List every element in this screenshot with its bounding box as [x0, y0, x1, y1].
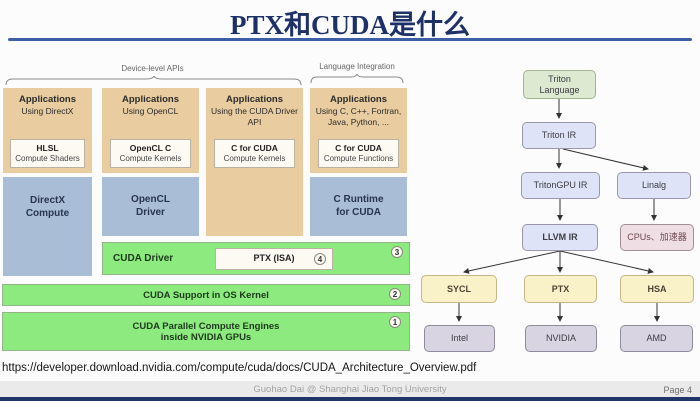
driver-label: C Runtime for CUDA [333, 194, 384, 218]
driver-box-opencl-driver: OpenCL Driver [102, 177, 199, 236]
ptx-isa-label: PTX (ISA) [253, 253, 295, 264]
flow-arrows-icon [456, 99, 660, 322]
language-integration-label: Language Integration [319, 62, 395, 71]
ptx-isa-box: PTX (ISA) 4 [215, 248, 333, 270]
driver-label: DirectX Compute [25, 195, 70, 219]
triton-flow-diagram: Triton Language Triton IR TritonGPU IR L… [420, 60, 700, 360]
page-title: PTX和CUDA是什么 [230, 10, 470, 40]
app-sub: Using OpenCL [122, 106, 179, 117]
app-sub: Using DirectX [21, 106, 74, 117]
driver-label: OpenCL Driver [131, 194, 170, 218]
device-apis-brace-icon [5, 76, 302, 86]
kernel-sub: Compute Functions [323, 153, 394, 163]
cuda-engines-bar: CUDA Parallel Compute Engines inside NVI… [2, 312, 410, 351]
kernel-title: HLSL [36, 143, 59, 153]
app-sub: Using C, C++, Fortran, Java, Python, ... [315, 106, 402, 128]
node-intel: Intel [424, 325, 495, 352]
language-integration-brace-icon [310, 74, 404, 84]
kernel-sub: Compute Kernels [119, 153, 182, 163]
node-triton-language: Triton Language [523, 70, 596, 99]
node-amd: AMD [620, 325, 693, 352]
kernel-title: OpenCL C [129, 143, 172, 153]
kernel-box-opencl-c: OpenCL C Compute Kernels [110, 139, 191, 168]
node-tritongpu-ir: TritonGPU IR [521, 172, 600, 199]
node-triton-ir: Triton IR [522, 122, 596, 149]
driver-box-c-runtime: C Runtime for CUDA [310, 177, 407, 236]
source-url: https://developer.download.nvidia.com/co… [2, 362, 477, 374]
cuda-driver-box: CUDA Driver PTX (ISA) 4 3 [102, 242, 410, 275]
bottom-navy-bar [0, 397, 700, 401]
badge-2: 2 [389, 288, 401, 300]
node-nvidia: NVIDIA [525, 325, 597, 352]
badge-4: 4 [314, 253, 326, 265]
kernel-title: C for CUDA [231, 143, 278, 153]
node-hsa: HSA [620, 275, 694, 303]
node-llvm-ir: LLVM IR [522, 224, 598, 251]
kernel-box-c-for-cuda-functions: C for CUDA Compute Functions [318, 139, 399, 168]
kernel-sub: Compute Kernels [223, 153, 286, 163]
app-title: Applications [18, 94, 76, 105]
node-ptx: PTX [524, 275, 597, 303]
engines-label-line2: inside NVIDIA GPUs [160, 331, 252, 343]
footer-credit: Guohao Dai @ Shanghai Jiao Tong Universi… [253, 384, 447, 395]
page-number: Page 4 [663, 385, 692, 395]
cuda-driver-label: CUDA Driver [113, 253, 174, 264]
driver-box-directx-compute: DirectX Compute [3, 177, 92, 276]
kernel-box-c-for-cuda-kernels: C for CUDA Compute Kernels [214, 139, 295, 168]
app-title: Applications [121, 94, 179, 105]
engines-label-line1: CUDA Parallel Compute Engines [132, 320, 280, 332]
node-cpus-accelerators: CPUs、加速器 [620, 224, 694, 251]
badge-1: 1 [389, 316, 401, 328]
kernel-box-hlsl: HLSL Compute Shaders [10, 139, 85, 168]
os-kernel-label: CUDA Support in OS Kernel [143, 289, 269, 301]
device-level-apis-label: Device-level APIs [121, 64, 184, 73]
app-title: Applications [225, 94, 283, 105]
node-linalg: Linalg [617, 172, 691, 199]
cuda-os-kernel-bar: CUDA Support in OS Kernel 2 [2, 284, 410, 306]
kernel-sub: Compute Shaders [15, 153, 80, 163]
footer-strip [0, 381, 700, 397]
badge-3: 3 [391, 246, 403, 258]
app-title: Applications [329, 94, 387, 105]
app-sub: Using the CUDA Driver API [211, 106, 298, 128]
title-underline [8, 38, 692, 41]
kernel-title: C for CUDA [335, 143, 382, 153]
node-label: Triton Language [539, 73, 580, 95]
node-sycl: SYCL [421, 275, 497, 303]
